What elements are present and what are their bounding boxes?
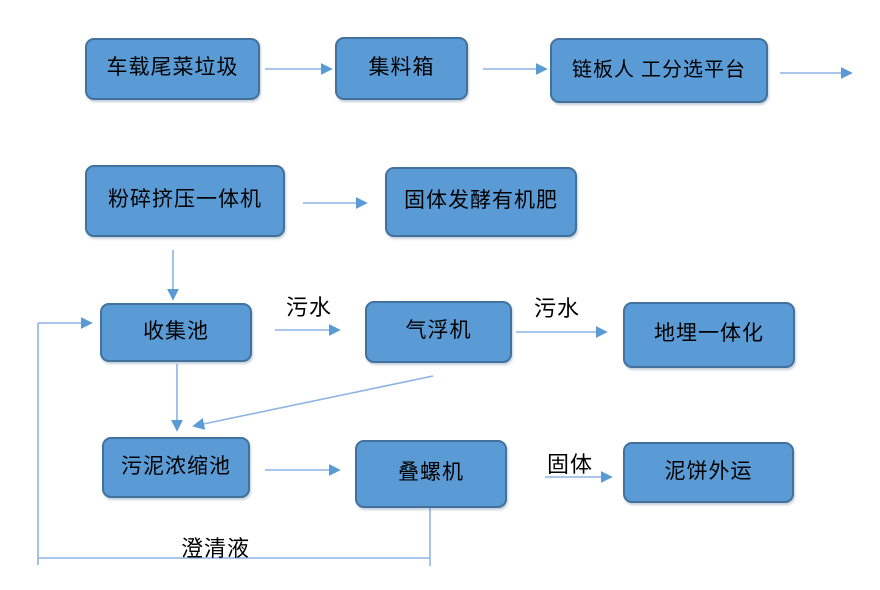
node-sludge-thickener: 污泥浓缩池 <box>102 437 250 498</box>
node-crusher-press: 粉碎挤压一体机 <box>85 165 285 237</box>
node-screw-press: 叠螺机 <box>355 440 507 508</box>
node-collection-box: 集料箱 <box>335 37 468 100</box>
node-truck-waste: 车载尾菜垃圾 <box>85 38 260 100</box>
node-organic-fertilizer: 固体发酵有机肥 <box>385 167 577 237</box>
node-underground-unit: 地埋一体化 <box>623 302 795 368</box>
edge-label-clarified-liquid: 澄清液 <box>181 536 251 561</box>
arrow-flotation-to-thickener <box>192 375 434 430</box>
node-mud-cake-transport: 泥饼外运 <box>623 442 794 503</box>
node-air-flotation: 气浮机 <box>365 301 512 363</box>
edge-label-sewage-1: 污水 <box>286 295 333 320</box>
node-sorting-platform: 链板人 工分选平台 <box>550 38 768 103</box>
edge-label-solid: 固体 <box>547 452 594 477</box>
edge-label-sewage-2: 污水 <box>534 296 581 321</box>
node-collection-pool: 收集池 <box>100 303 252 362</box>
